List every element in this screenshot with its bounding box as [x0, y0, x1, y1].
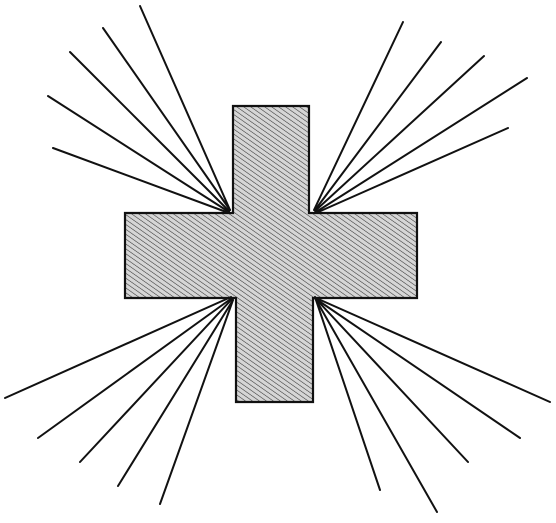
ray: [5, 297, 231, 398]
ray: [103, 28, 230, 210]
ray-group-lower-right: [315, 297, 550, 512]
ray: [314, 22, 403, 210]
ray: [70, 52, 229, 211]
ray: [80, 299, 232, 462]
ray: [316, 78, 527, 212]
ray-group-upper-right: [314, 22, 527, 213]
ray-group-upper-left: [48, 6, 230, 213]
ray: [48, 96, 229, 212]
ray: [316, 299, 468, 462]
ray: [38, 298, 232, 438]
ray: [316, 299, 520, 438]
ray: [53, 148, 229, 213]
ray: [140, 6, 230, 210]
ray: [315, 56, 484, 211]
ray: [316, 298, 550, 402]
ray-group-lower-left: [5, 297, 233, 504]
